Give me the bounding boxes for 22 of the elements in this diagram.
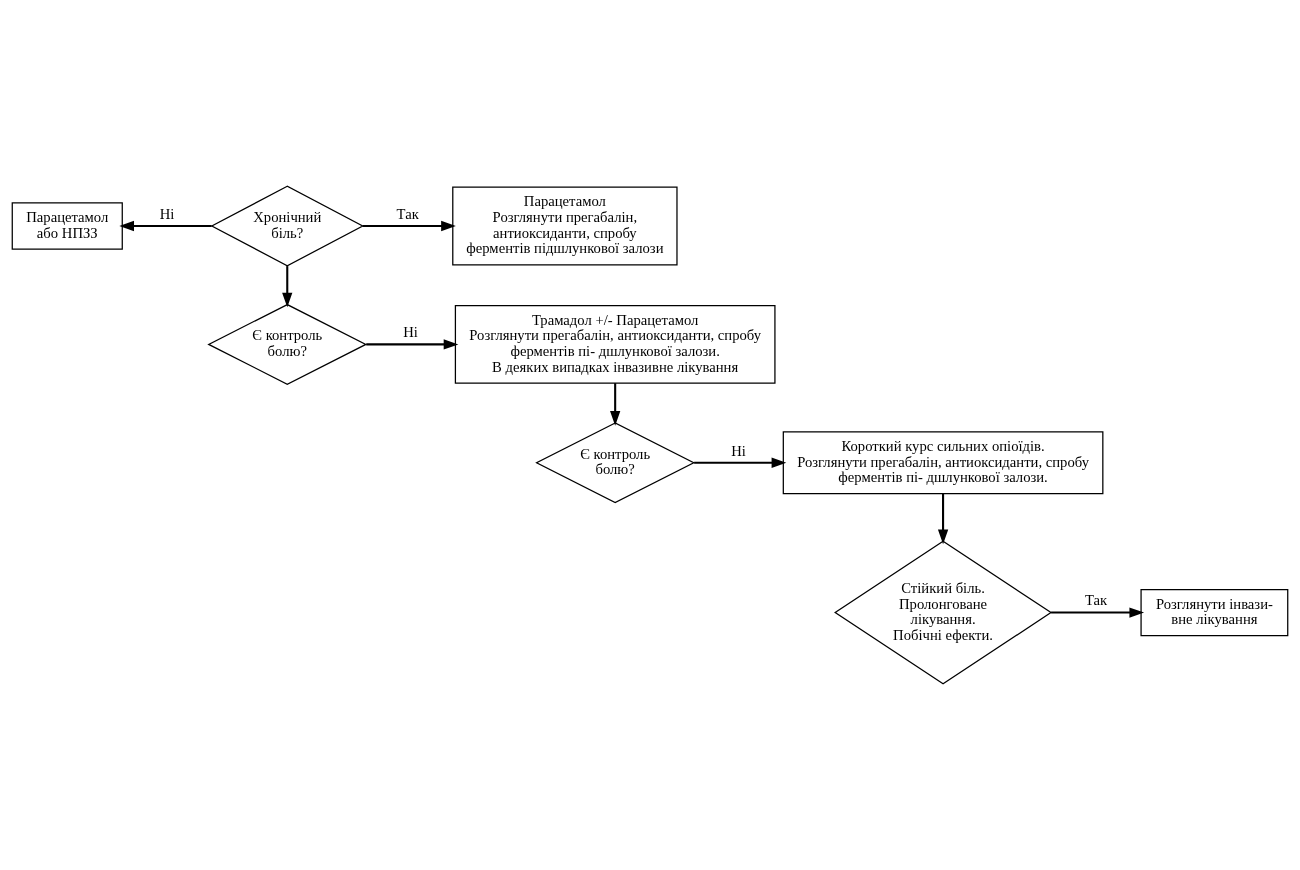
node-box: Парацетамол або НПЗЗ — [11, 202, 123, 250]
node-box: Короткий курс сильних опіоїдів. Розглянути прегабалін, антиоксиданти, спробу ферментів пі- дшлункової залози. — [782, 431, 1104, 495]
arrow — [119, 220, 212, 232]
arrow — [362, 220, 456, 232]
node-diamond: Є контроль болю? — [535, 422, 696, 504]
edge-label: Так — [396, 205, 419, 222]
edge-label: Ні — [731, 442, 746, 459]
edge-label: Так — [1084, 592, 1108, 609]
arrow — [937, 493, 949, 545]
arrow — [610, 383, 621, 426]
edge-label: Ні — [403, 324, 418, 341]
arrow — [366, 339, 459, 350]
node-box: Трамадол +/- Парацетамол Розглянути прегабалін, антиоксиданти, спробу ферментів пі- дшлункової залози. В деяких випадках інвазивне лікування — [454, 305, 776, 384]
edge-label: Ні — [159, 205, 175, 222]
node-diamond: Хронічний біль? — [210, 185, 365, 267]
node-diamond: Стійкий біль. Пролонговане лікування. Побічні ефекти. — [834, 540, 1053, 685]
arrow — [1051, 607, 1145, 618]
arrow — [282, 266, 293, 308]
node-diamond: Є контроль болю? — [207, 303, 368, 385]
node-box: Парацетамол Розглянути прегабалін, антиоксиданти, спробу ферментів підшлункової залози — [452, 186, 678, 266]
node-box: Розглянути інвази- вне лікування — [1140, 588, 1289, 637]
arrow — [694, 457, 787, 468]
